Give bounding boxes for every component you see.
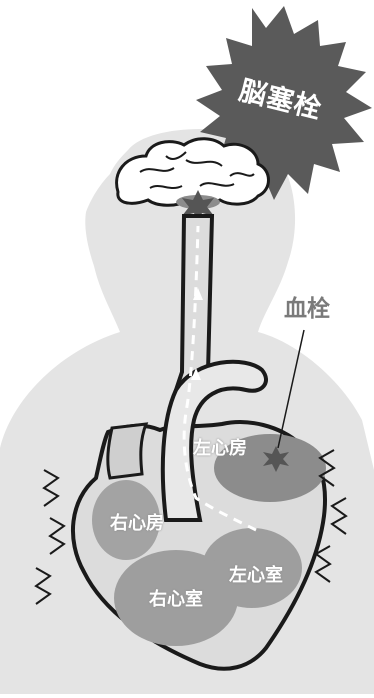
- right-ventricle-label: 右心室: [149, 591, 203, 609]
- left-atrium-label: 左心房: [193, 440, 247, 458]
- left-ventricle-label: 左心室: [229, 567, 283, 585]
- vena-cava: [108, 424, 146, 478]
- right-atrium-label: 右心房: [110, 515, 164, 533]
- clot-label: 血栓: [284, 298, 330, 321]
